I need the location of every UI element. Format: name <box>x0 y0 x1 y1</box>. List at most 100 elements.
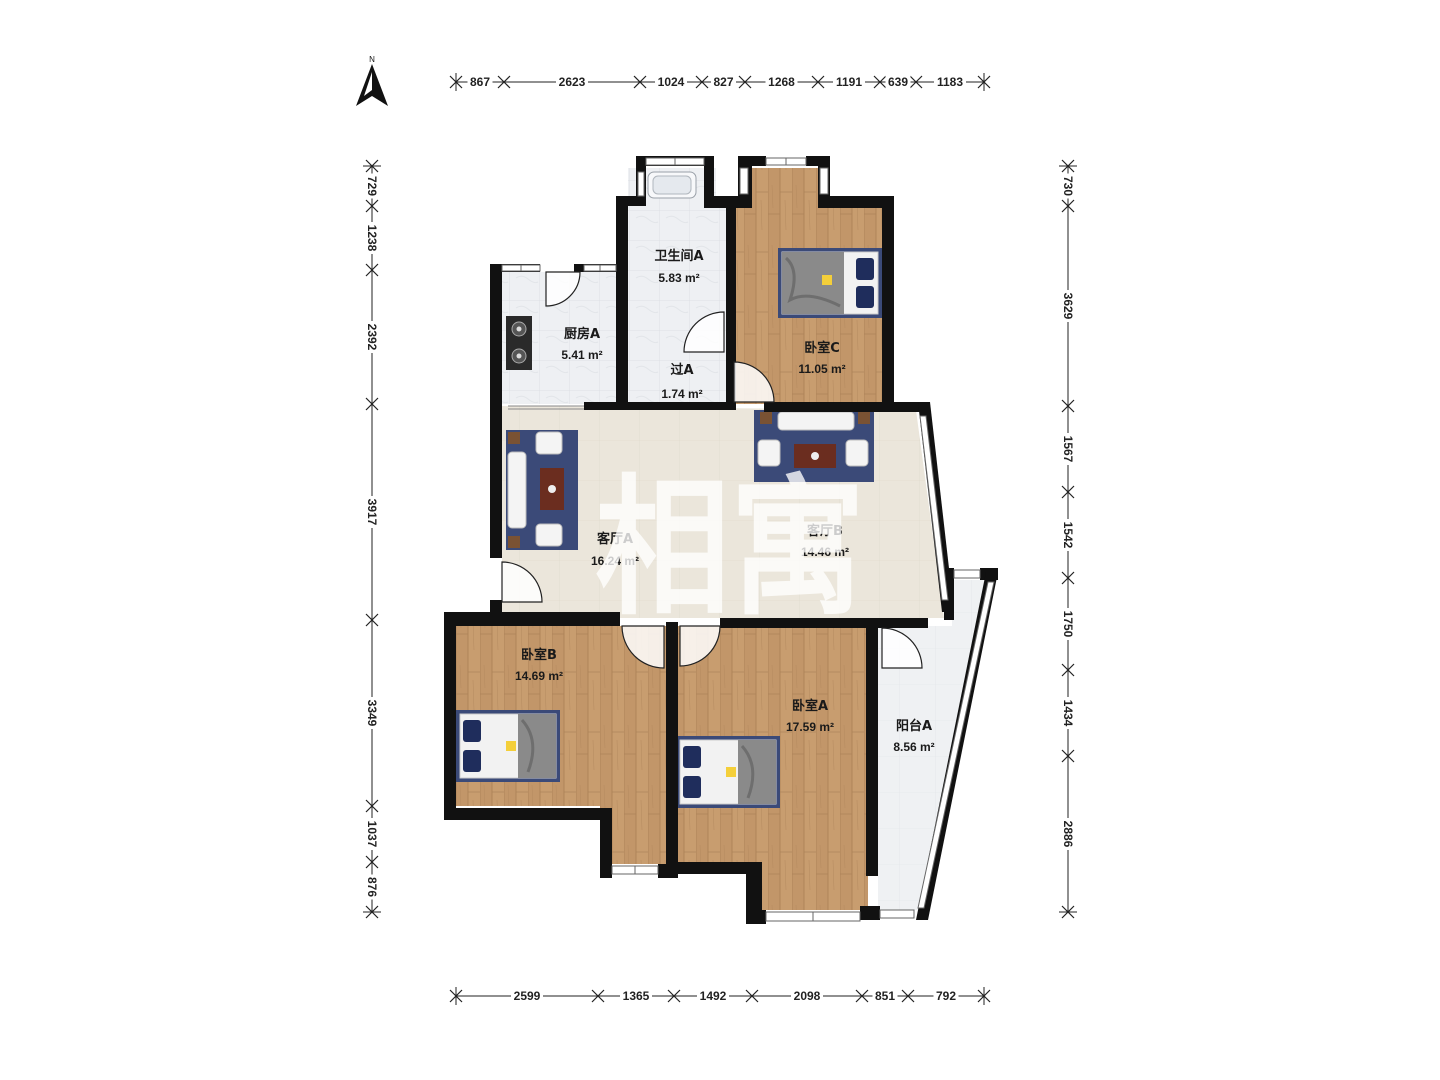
dimension-tick <box>1061 399 1075 413</box>
dimension-label-bg <box>791 989 823 1003</box>
dimension-tick <box>365 159 379 173</box>
room-name-balcony-a: 阳台A <box>896 718 932 734</box>
dimension-label-bg <box>885 75 911 89</box>
dimension-label: 1750 <box>1061 611 1075 638</box>
dimension-label: 3629 <box>1061 293 1075 320</box>
dimension-tick <box>1061 663 1075 677</box>
room-name-bathroom-a: 卫生间A <box>654 248 703 264</box>
dimension-label-bg <box>711 75 736 89</box>
room-name-bedroom-a: 卧室A <box>792 698 828 714</box>
dimension-label: 730 <box>1061 176 1075 196</box>
room-area-bedroom-c: 11.05 m² <box>798 362 845 376</box>
door-kitchen <box>545 271 581 307</box>
dimension-label: 1037 <box>365 821 379 848</box>
room-area-passage-a: 1.74 m² <box>661 387 702 401</box>
bed-bedroom-c <box>778 248 882 318</box>
dimension-tick <box>667 989 681 1003</box>
room-labels: 卫生间A 5.83 m² 厨房A 5.41 m² 过A 1.74 m² 卧室C … <box>515 248 935 754</box>
watermark: 相寓 <box>595 462 865 636</box>
dimension-label-bg <box>765 75 798 89</box>
door-balcony <box>881 627 923 669</box>
dimension-label: 851 <box>875 989 895 1003</box>
dimension-label-bg <box>365 222 379 254</box>
window-mullions <box>520 158 814 921</box>
dimension-label: 2392 <box>365 324 379 351</box>
window-bedroom-c-l <box>739 167 749 195</box>
dimension-label-bg <box>365 697 379 729</box>
dimension-label: 1238 <box>365 225 379 252</box>
dimension-label: 2098 <box>794 989 821 1003</box>
sliding-door-kitchen <box>508 405 584 410</box>
room-name-living-b: 客厅B <box>807 523 843 539</box>
dimension-label: 639 <box>888 75 908 89</box>
dimension-tick <box>977 75 991 89</box>
dimension-label: 1365 <box>623 989 650 1003</box>
dimension-label-bg <box>1061 818 1075 850</box>
dimension-tick <box>365 397 379 411</box>
dimension-label-bg <box>872 989 898 1003</box>
room-name-passage-a: 过A <box>670 362 693 378</box>
dimension-tick <box>811 75 825 89</box>
room-name-kitchen-a: 厨房A <box>564 326 600 342</box>
dimension-label: 3917 <box>365 499 379 526</box>
room-area-living-a: 16.24 m² <box>591 554 639 568</box>
room-area-living-b: 14.46 m² <box>801 545 849 559</box>
dimension-tick <box>1061 159 1075 173</box>
dimension-tick <box>1061 199 1075 213</box>
dimension-tick <box>901 989 915 1003</box>
dimension-label: 867 <box>470 75 490 89</box>
dimension-label-bg <box>1061 608 1075 640</box>
dimension-tick <box>909 75 923 89</box>
dimension-label-bg <box>365 173 379 199</box>
dimension-tick <box>633 75 647 89</box>
dimension-tick <box>977 989 991 1003</box>
dimension-label: 2599 <box>514 989 541 1003</box>
dimension-label-bg <box>620 989 652 1003</box>
room-name-bedroom-b: 卧室B <box>521 647 557 663</box>
dimension-tick <box>873 75 887 89</box>
dimension-label: 1191 <box>836 75 862 89</box>
dimension-label-bg <box>365 818 379 850</box>
floor-kitchen-a <box>502 272 626 404</box>
dimension-tick <box>855 989 869 1003</box>
dimension-tick <box>738 75 752 89</box>
door-bathroom <box>683 311 725 353</box>
dimension-label-bg <box>556 75 588 89</box>
stove <box>506 316 532 370</box>
dimension-tick <box>449 989 463 1003</box>
dimension-tick <box>1061 485 1075 499</box>
floor-bedroom-b <box>456 626 668 864</box>
dimension-tick <box>449 75 463 89</box>
door-bedroom-a <box>679 625 721 667</box>
dimension-label-bg <box>365 321 379 353</box>
dimension-label: 1024 <box>658 75 685 89</box>
compass-icon: N <box>356 55 388 106</box>
window-living <box>919 415 949 601</box>
dimension-label-bg <box>1061 433 1075 465</box>
dimension-tick <box>365 855 379 869</box>
dimension-tick <box>695 75 709 89</box>
dimension-label-bg <box>655 75 687 89</box>
dimension-label-bg <box>365 874 379 900</box>
dimension-tick <box>1061 905 1075 919</box>
window-balcony-top <box>953 569 981 579</box>
dimension-label: 876 <box>365 877 379 897</box>
bed-bedroom-b <box>456 710 560 782</box>
room-area-kitchen-a: 5.41 m² <box>561 348 602 362</box>
dimension-tick <box>365 199 379 213</box>
compass-label: N <box>369 55 375 64</box>
dimension-label: 2886 <box>1061 821 1075 848</box>
bed-bedroom-a <box>676 736 780 808</box>
dimension-tick <box>1061 571 1075 585</box>
dimension-label-bg <box>933 989 959 1003</box>
dimension-label: 1183 <box>937 75 963 89</box>
dimension-label-bg <box>1061 173 1075 199</box>
dimension-label-bg <box>934 75 966 89</box>
dimension-tick <box>365 905 379 919</box>
dimension-label: 1434 <box>1061 700 1075 727</box>
doors <box>501 271 923 669</box>
door-bedroom-c <box>733 361 775 403</box>
dimension-tick <box>497 75 511 89</box>
